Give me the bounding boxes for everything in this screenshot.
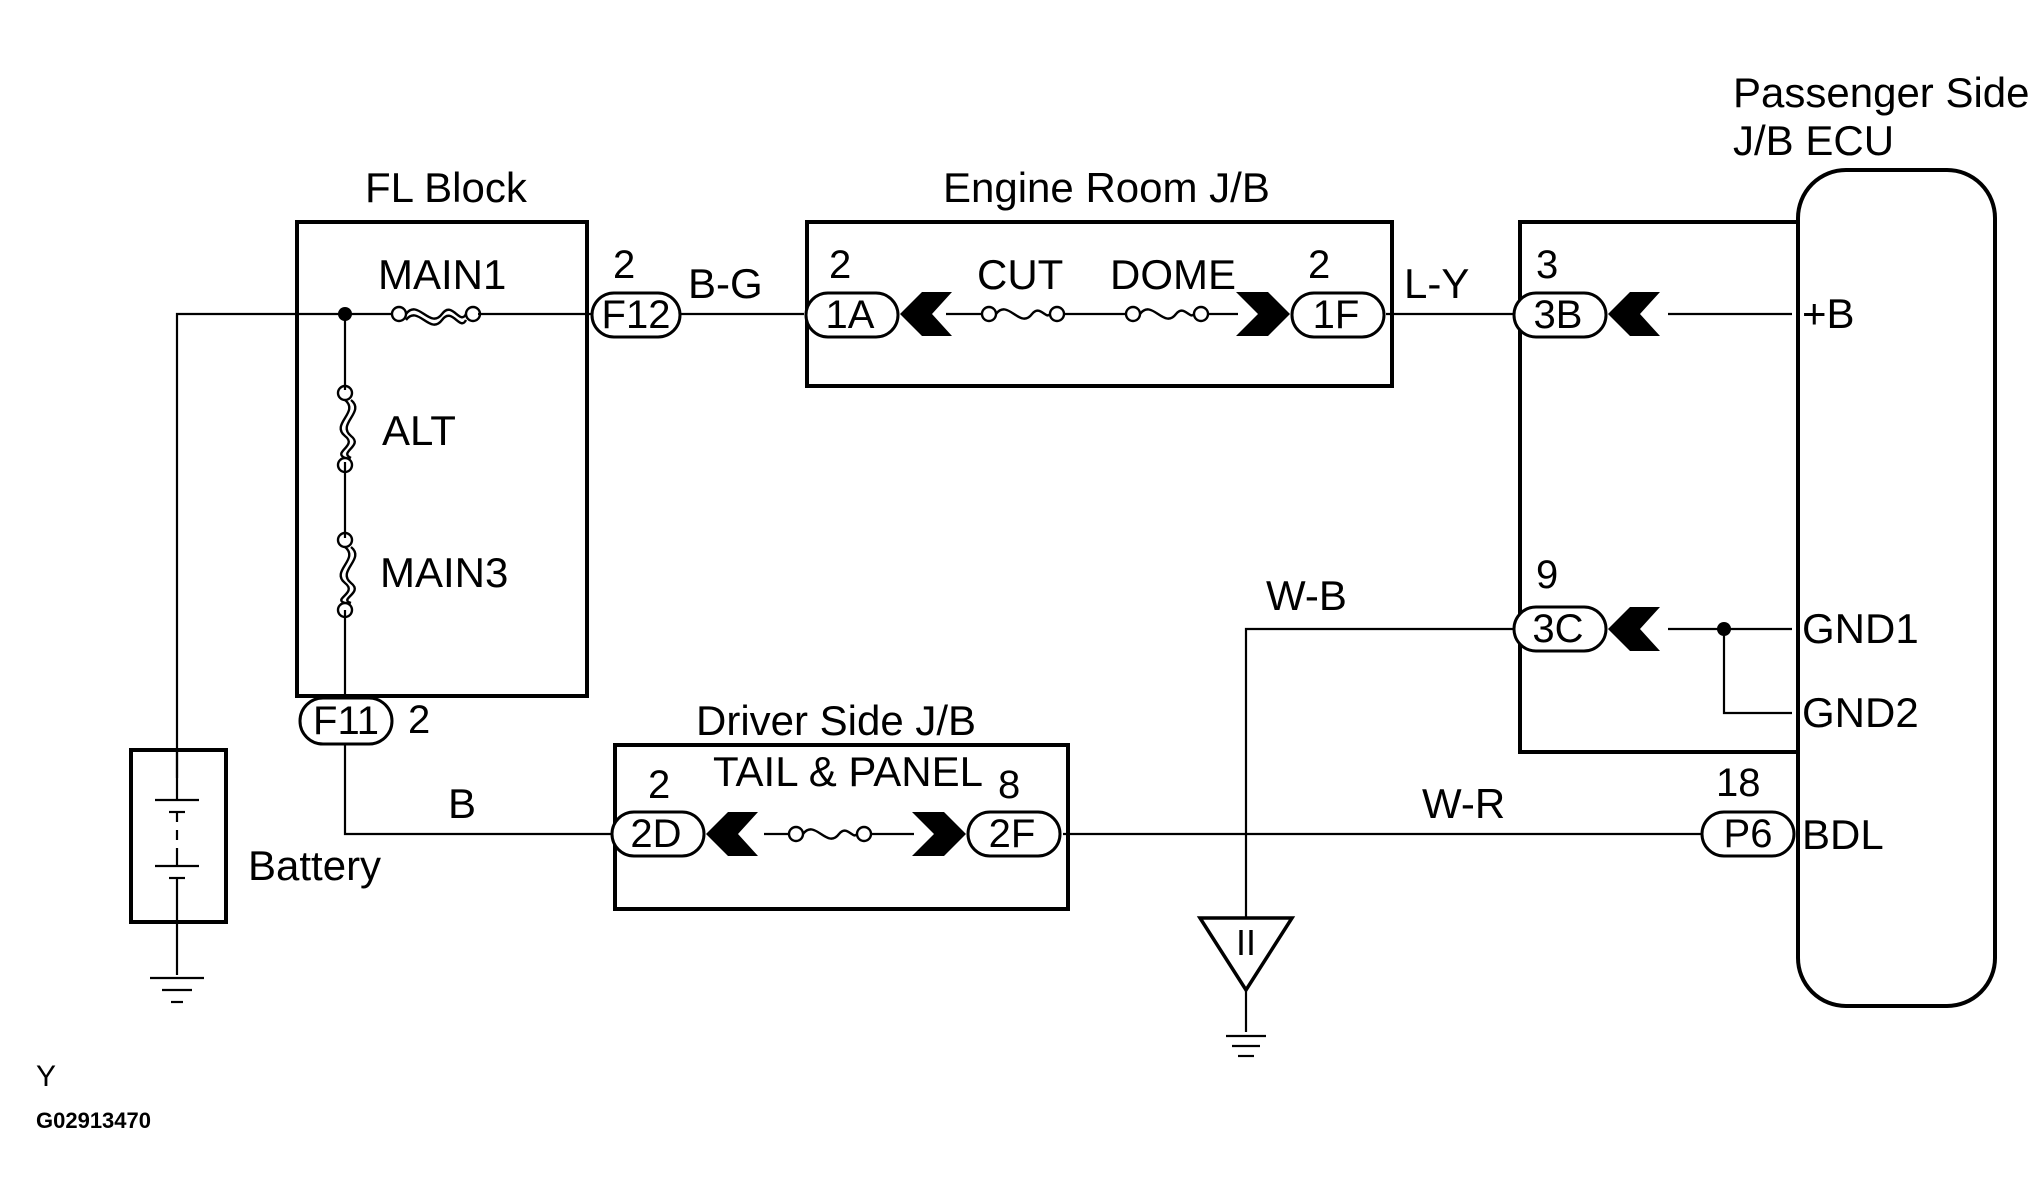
dome-label: DOME [1110, 251, 1236, 298]
connector-p6-pin: 18 [1716, 761, 1761, 805]
connector-3c-label: 3C [1532, 607, 1583, 651]
connector-1f-arrow-icon [1236, 292, 1290, 336]
junction-dot [1717, 622, 1731, 636]
connector-p6-label: P6 [1724, 812, 1773, 856]
connector-f12-pin: 2 [613, 243, 635, 287]
connector-3c-arrow-icon [1608, 607, 1660, 651]
battery-ground-icon [150, 976, 204, 1004]
connector-2f: 2F [912, 810, 1062, 858]
terminal-gnd1: GND1 [1802, 605, 1919, 652]
cut-label: CUT [977, 251, 1063, 298]
connector-f11-label: F11 [313, 699, 379, 743]
wire-label-wr: W-R [1422, 780, 1505, 827]
connector-3b-label: 3B [1534, 293, 1583, 337]
connector-2f-pin: 8 [998, 763, 1020, 807]
connector-2f-arrow-icon [912, 812, 966, 856]
main3-label: MAIN3 [380, 549, 508, 596]
connector-3b-arrow-icon [1608, 292, 1660, 336]
engine-room-jb-title: Engine Room J/B [943, 164, 1270, 211]
connector-f12: F12 [590, 291, 682, 339]
wire-gnd2 [1722, 629, 1792, 715]
alt-label: ALT [382, 407, 456, 454]
connector-2d-pin: 2 [648, 763, 670, 807]
wire-label-b: B [448, 780, 476, 827]
passenger-jb-ecu-title-2: J/B ECU [1733, 117, 1894, 164]
connector-1f-pin: 2 [1308, 243, 1330, 287]
connector-f11: F11 [298, 696, 394, 746]
main1-label: MAIN1 [378, 251, 506, 298]
connector-3b: 3B [1512, 291, 1660, 339]
wire-label-bg: B-G [688, 260, 763, 307]
tail-panel-label: TAIL & PANEL [713, 748, 983, 795]
connector-3c: 3C [1512, 605, 1660, 653]
footer-code: Y [36, 1060, 56, 1093]
connector-1a-arrow-icon [900, 292, 952, 336]
connector-2d: 2D [610, 810, 758, 858]
connector-2d-arrow-icon [706, 812, 758, 856]
wire-b [343, 744, 612, 836]
tail-panel-fuse-icon [787, 825, 873, 843]
terminal-gnd2: GND2 [1802, 689, 1919, 736]
connector-1f-label: 1F [1313, 293, 1360, 337]
cut-fuse-icon [980, 305, 1066, 323]
connector-3c-pin: 9 [1536, 553, 1558, 597]
ground-point-label: II [1236, 922, 1256, 963]
connector-1a: 1A [804, 291, 952, 339]
terminal-plus-b: +B [1802, 290, 1855, 337]
terminal-bdl: BDL [1802, 811, 1884, 858]
engine-room-jb-box [805, 220, 1394, 388]
connector-1f: 1F [1236, 291, 1386, 339]
connector-f11-pin: 2 [408, 698, 430, 742]
wire-label-wb: W-B [1266, 572, 1347, 619]
fl-block-box [295, 220, 589, 698]
footer-figure-id: G02913470 [36, 1108, 151, 1133]
connector-1a-pin: 2 [829, 243, 851, 287]
connector-1a-label: 1A [826, 293, 875, 337]
main1-fuse-icon [390, 305, 482, 326]
wire-wb [1244, 627, 1514, 918]
dome-fuse-icon [1124, 305, 1210, 323]
connector-3b-pin: 3 [1536, 243, 1558, 287]
driver-side-jb-title: Driver Side J/B [696, 697, 976, 744]
connector-p6: P6 [1700, 810, 1796, 858]
connector-2d-label: 2D [630, 812, 681, 856]
wire-label-ly: L-Y [1404, 260, 1469, 307]
main3-fuse-icon [336, 531, 357, 619]
passenger-jb-box [1518, 220, 1798, 754]
connector-f12-label: F12 [602, 293, 671, 337]
alt-fuse-icon [336, 384, 357, 474]
passenger-jb-ecu-title-1: Passenger Side [1733, 69, 2030, 116]
wire-battery-positive [175, 312, 345, 778]
ground-point-icon [1196, 916, 1296, 1058]
fl-block-title: FL Block [365, 164, 528, 211]
junction-dot [338, 307, 352, 321]
passenger-jb-ecu-box [1796, 168, 1997, 1008]
battery-label: Battery [248, 842, 381, 889]
battery-icon [129, 748, 228, 924]
connector-2f-label: 2F [989, 812, 1036, 856]
